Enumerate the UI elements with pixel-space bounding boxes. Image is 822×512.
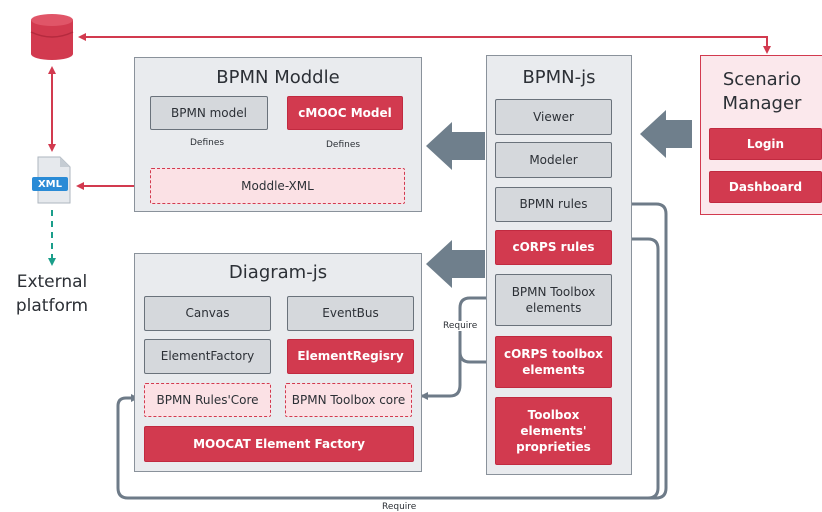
toolbox-proprieties-line2: elements' bbox=[520, 423, 587, 438]
login-button[interactable]: Login bbox=[709, 128, 822, 160]
scenario-manager-title-line1: Scenario bbox=[722, 69, 802, 90]
bpmn-toolbox-elements-line1: BPMN Toolbox bbox=[511, 284, 596, 299]
corps-toolbox-elements-line1: cORPS toolbox bbox=[503, 346, 604, 361]
require-rules-connector bbox=[116, 202, 668, 500]
bpmn-toolbox-elements-line2: elements bbox=[525, 301, 582, 315]
corps-rules-branch bbox=[616, 237, 660, 500]
defines-right-label: Defines bbox=[326, 140, 361, 150]
bpmnjs-to-moddle-arrow bbox=[426, 122, 485, 170]
bpmn-model-box[interactable]: BPMN model bbox=[150, 96, 268, 130]
file-icon bbox=[32, 156, 71, 204]
toolbox-elements-proprieties-box[interactable]: Toolbox elements' proprieties bbox=[495, 397, 612, 465]
corps-toolbox-elements-box[interactable]: cORPS toolbox elements bbox=[495, 336, 612, 388]
xml-badge: XML bbox=[37, 179, 63, 190]
require-bottom-label: Require bbox=[382, 502, 417, 512]
canvas-box[interactable]: Canvas bbox=[144, 296, 271, 331]
scenario-manager-title: Scenario Manager bbox=[701, 68, 822, 116]
corps-rules-box[interactable]: cORPS rules bbox=[495, 230, 612, 265]
external-platform-label: External platform bbox=[0, 270, 104, 318]
external-platform-line1: External bbox=[16, 272, 88, 292]
viewer-box[interactable]: Viewer bbox=[495, 99, 612, 135]
bpmn-rules-core-box[interactable]: BPMN Rules'Core bbox=[144, 383, 271, 417]
xml-file-icon: XML bbox=[30, 155, 74, 205]
external-platform-line2: platform bbox=[15, 296, 89, 316]
require-middle-label: Require bbox=[441, 321, 480, 331]
element-registry-box[interactable]: ElementRegisry bbox=[287, 339, 414, 374]
toolbox-proprieties-line1: Toolbox bbox=[527, 407, 580, 422]
element-factory-box[interactable]: ElementFactory bbox=[144, 339, 271, 374]
require-toolbox-connector bbox=[420, 296, 495, 400]
bpmn-moddle-title: BPMN Moddle bbox=[216, 67, 340, 88]
bpmn-rules-box[interactable]: BPMN rules bbox=[495, 187, 612, 222]
corps-toolbox-elements-line2: elements bbox=[522, 363, 585, 377]
diagram-js-title: Diagram-js bbox=[228, 262, 328, 283]
db-to-scenario-connector bbox=[78, 33, 771, 54]
eventbus-box[interactable]: EventBus bbox=[287, 296, 414, 331]
defines-left-label: Defines bbox=[190, 138, 225, 148]
toolbox-proprieties-line3: proprieties bbox=[516, 440, 591, 455]
database-icon bbox=[30, 14, 74, 60]
bpmn-toolbox-elements-box[interactable]: BPMN Toolbox elements bbox=[495, 274, 612, 326]
modeler-box[interactable]: Modeler bbox=[495, 142, 612, 178]
bpmn-js-title: BPMN-js bbox=[522, 67, 596, 88]
scenario-to-bpmnjs-arrow bbox=[640, 110, 692, 158]
moddle-xml-box[interactable]: Moddle-XML bbox=[150, 168, 405, 204]
moocat-element-factory-box[interactable]: MOOCAT Element Factory bbox=[144, 426, 414, 462]
require-corps-toolbox-branch bbox=[458, 351, 495, 364]
bpmnjs-to-diagram-arrow bbox=[426, 240, 485, 288]
cmooc-model-box[interactable]: cMOOC Model bbox=[287, 96, 403, 130]
scenario-manager-title-line2: Manager bbox=[722, 93, 802, 114]
dashboard-button[interactable]: Dashboard bbox=[709, 171, 822, 203]
bpmn-toolbox-core-box[interactable]: BPMN Toolbox core bbox=[285, 383, 412, 417]
